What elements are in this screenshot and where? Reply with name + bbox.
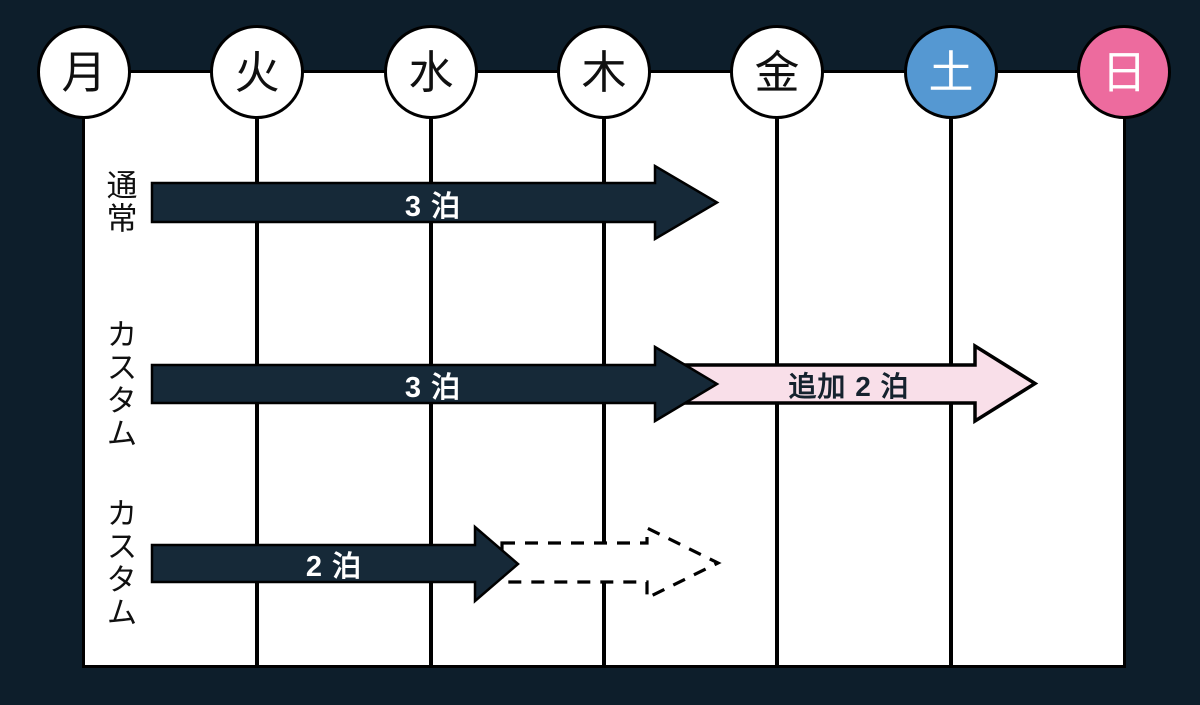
day-label-fri: 金 — [754, 46, 800, 98]
day-circle-sat: 土 — [904, 25, 998, 119]
day-circle-fri: 金 — [730, 25, 824, 119]
row-label-normal: 通常 — [101, 169, 137, 235]
day-label-sat: 土 — [928, 46, 974, 98]
custom2-stay-arrow — [150, 524, 520, 604]
stay-nights-label-custom-1: 3 泊 — [404, 372, 462, 404]
stay-nights-label-normal: 3 泊 — [404, 191, 462, 223]
row-label-custom-1: カスタム — [101, 318, 137, 450]
day-label-sun: 日 — [1101, 46, 1147, 98]
day-circle-wed: 水 — [384, 25, 478, 119]
day-circle-mon: 月 — [37, 25, 131, 119]
normal-stay-arrow — [150, 163, 720, 242]
day-label-mon: 月 — [61, 46, 107, 98]
day-label-thu: 木 — [581, 46, 627, 98]
day-label-wed: 水 — [408, 46, 454, 98]
day-circle-thu: 木 — [557, 25, 651, 119]
day-circle-sun: 日 — [1077, 25, 1171, 119]
additional-nights-label: 追加 2 泊 — [788, 371, 910, 402]
row-label-custom-2: カスタム — [101, 497, 137, 629]
day-label-tue: 火 — [234, 46, 280, 98]
stay-nights-label-custom-2: 2 泊 — [305, 551, 363, 583]
dashed-extension-arrow — [500, 525, 722, 601]
custom1-stay-arrow — [150, 344, 720, 424]
additional-nights-arrow — [658, 342, 1039, 425]
day-circle-tue: 火 — [210, 25, 304, 119]
